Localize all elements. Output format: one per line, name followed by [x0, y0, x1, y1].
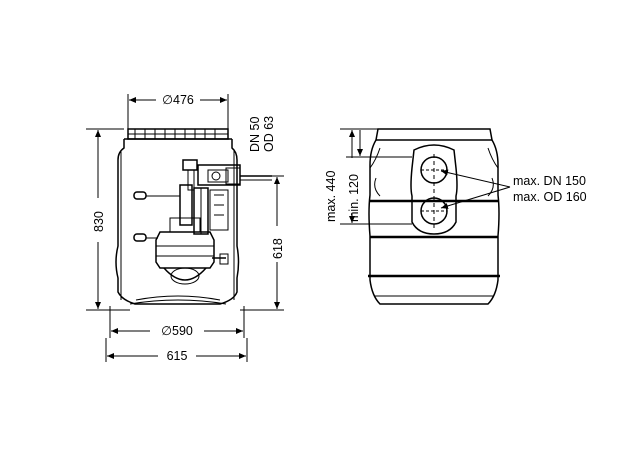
- dimension-height-830: 830: [86, 128, 130, 311]
- pump-assembly: [155, 159, 272, 285]
- dimension-max-440: max. 440: [324, 128, 412, 225]
- label-inlet-dn: max. DN 150: [513, 174, 586, 188]
- label-top-diameter: ∅476: [162, 93, 194, 107]
- float-switch-upper: [133, 191, 180, 200]
- label-max-440: max. 440: [324, 171, 338, 222]
- label-min-120: min. 120: [347, 174, 361, 222]
- label-height-830: 830: [92, 211, 106, 232]
- label-pipe-dn: DN 50: [248, 117, 262, 152]
- inlet-plate: [410, 144, 458, 235]
- label-base-diameter: ∅590: [161, 324, 193, 338]
- float-switch-lower: [133, 233, 158, 242]
- dimension-min-120: min. 120: [346, 130, 412, 222]
- inlet-callout: max. DN 150 max. OD 160: [440, 169, 587, 209]
- tank-lid: [124, 128, 232, 140]
- tank-exterior-body: [368, 139, 500, 305]
- tank-base: [129, 299, 227, 305]
- tank-body-outline: [115, 139, 240, 305]
- dimension-inlet-618: 618: [240, 175, 285, 311]
- tank-section-view: [115, 128, 272, 305]
- label-inlet-od: max. OD 160: [513, 190, 587, 204]
- dimension-width-615: 615: [105, 338, 248, 363]
- tank-exterior-view: [368, 128, 500, 305]
- dimension-pipe-size: DN 50 OD 63: [248, 116, 276, 152]
- label-width-615: 615: [167, 349, 188, 363]
- dimension-top-diameter: ∅476: [127, 93, 229, 129]
- dimension-base-diameter: ∅590: [109, 306, 245, 338]
- label-pipe-od: OD 63: [262, 116, 276, 152]
- label-inlet-618: 618: [271, 238, 285, 259]
